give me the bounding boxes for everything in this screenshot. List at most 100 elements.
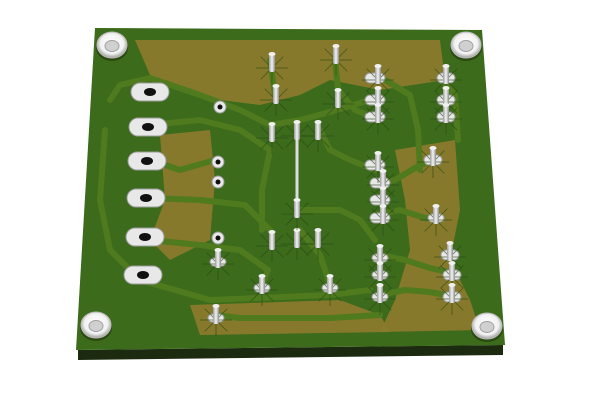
pin-body bbox=[377, 285, 383, 303]
pin-cap bbox=[332, 44, 340, 48]
header-left-pin bbox=[362, 64, 394, 96]
pin-body bbox=[433, 206, 439, 224]
board-edge bbox=[78, 345, 503, 360]
terminal-pad-hole bbox=[142, 123, 154, 131]
pin-cap bbox=[376, 244, 384, 248]
mounting-hole-bore bbox=[458, 40, 474, 52]
pin-cap bbox=[212, 304, 220, 308]
pin-body bbox=[333, 46, 339, 64]
pin-body bbox=[449, 285, 455, 303]
pin-body bbox=[315, 122, 321, 140]
pin-cap bbox=[293, 198, 301, 202]
header-right-pin bbox=[434, 241, 466, 273]
pin-cap bbox=[432, 204, 440, 208]
pin-cap bbox=[379, 169, 387, 173]
header-right-pin bbox=[436, 283, 468, 315]
pin-cap bbox=[379, 204, 387, 208]
ic-b-pin bbox=[256, 230, 288, 262]
copper-pour-top bbox=[135, 40, 445, 105]
top-pin bbox=[256, 52, 288, 84]
pin-cap bbox=[272, 84, 280, 88]
pin-body bbox=[294, 230, 300, 248]
pin-cap bbox=[442, 86, 450, 90]
pin-body bbox=[377, 263, 383, 281]
top-pin bbox=[322, 88, 354, 120]
pin-cap bbox=[448, 283, 456, 287]
mounting-hole-bore bbox=[479, 321, 495, 333]
header-left-pin bbox=[367, 204, 399, 236]
pin-body bbox=[449, 263, 455, 281]
ic-a-pin bbox=[302, 120, 334, 152]
pin-body bbox=[273, 86, 279, 104]
pin-cap bbox=[376, 261, 384, 265]
via-hole bbox=[217, 104, 223, 110]
pin-cap bbox=[442, 103, 450, 107]
terminal-pad-hole bbox=[141, 157, 153, 165]
pin-body bbox=[215, 250, 221, 268]
pin-body bbox=[443, 105, 449, 123]
ic-a-pin bbox=[281, 120, 313, 152]
via-hole bbox=[215, 235, 221, 241]
header-right-pin bbox=[417, 146, 449, 178]
terminal-pad-hole bbox=[139, 233, 151, 241]
lower-pin bbox=[420, 204, 452, 236]
pin-body bbox=[294, 200, 300, 218]
pin-cap bbox=[268, 230, 276, 234]
via-hole bbox=[215, 159, 221, 165]
pin-body bbox=[269, 124, 275, 142]
pin-cap bbox=[442, 64, 450, 68]
pin-body bbox=[315, 230, 321, 248]
pin-body bbox=[380, 188, 386, 206]
pin-body bbox=[269, 232, 275, 250]
pin-cap bbox=[429, 146, 437, 150]
pin-cap bbox=[314, 228, 322, 232]
pin-cap bbox=[379, 186, 387, 190]
pin-body bbox=[443, 66, 449, 84]
pin-cap bbox=[446, 241, 454, 245]
lower-pin bbox=[202, 248, 234, 280]
board-top bbox=[76, 28, 505, 350]
mounting-hole-bore bbox=[88, 320, 104, 332]
pin-cap bbox=[268, 52, 276, 56]
pin-body bbox=[375, 88, 381, 106]
terminal-pad-hole bbox=[140, 194, 152, 202]
pin-body bbox=[430, 148, 436, 166]
pin-cap bbox=[268, 122, 276, 126]
pin-body bbox=[335, 90, 341, 108]
terminal-pad-hole bbox=[144, 88, 156, 96]
pin-cap bbox=[376, 283, 384, 287]
header-right-pin bbox=[430, 103, 462, 135]
pin-body bbox=[447, 243, 453, 261]
pin-cap bbox=[374, 103, 382, 107]
pin-body bbox=[377, 246, 383, 264]
pins-layer bbox=[200, 44, 468, 336]
lower-pin bbox=[200, 304, 232, 336]
ic-b-pin bbox=[302, 228, 334, 260]
top-pin bbox=[320, 44, 352, 76]
pin-body bbox=[375, 66, 381, 84]
lower-pin bbox=[364, 283, 396, 315]
pin-body bbox=[375, 105, 381, 123]
pin-body bbox=[259, 276, 265, 294]
pin-body bbox=[380, 206, 386, 224]
mounting-hole-bore bbox=[104, 40, 120, 52]
pin-cap bbox=[374, 64, 382, 68]
pin-body bbox=[327, 276, 333, 294]
lower-pin bbox=[314, 274, 346, 306]
pin-cap bbox=[374, 151, 382, 155]
pin-cap bbox=[334, 88, 342, 92]
pin-body bbox=[380, 171, 386, 189]
via-hole bbox=[215, 179, 221, 185]
pin-body bbox=[443, 88, 449, 106]
pin-cap bbox=[374, 86, 382, 90]
pin-cap bbox=[448, 261, 456, 265]
top-pin bbox=[260, 84, 292, 116]
pin-cap bbox=[258, 274, 266, 278]
pin-body bbox=[294, 122, 300, 140]
header-left-pin bbox=[362, 103, 394, 135]
pin-cap bbox=[314, 120, 322, 124]
lower-pin bbox=[246, 274, 278, 306]
pin-cap bbox=[326, 274, 334, 278]
